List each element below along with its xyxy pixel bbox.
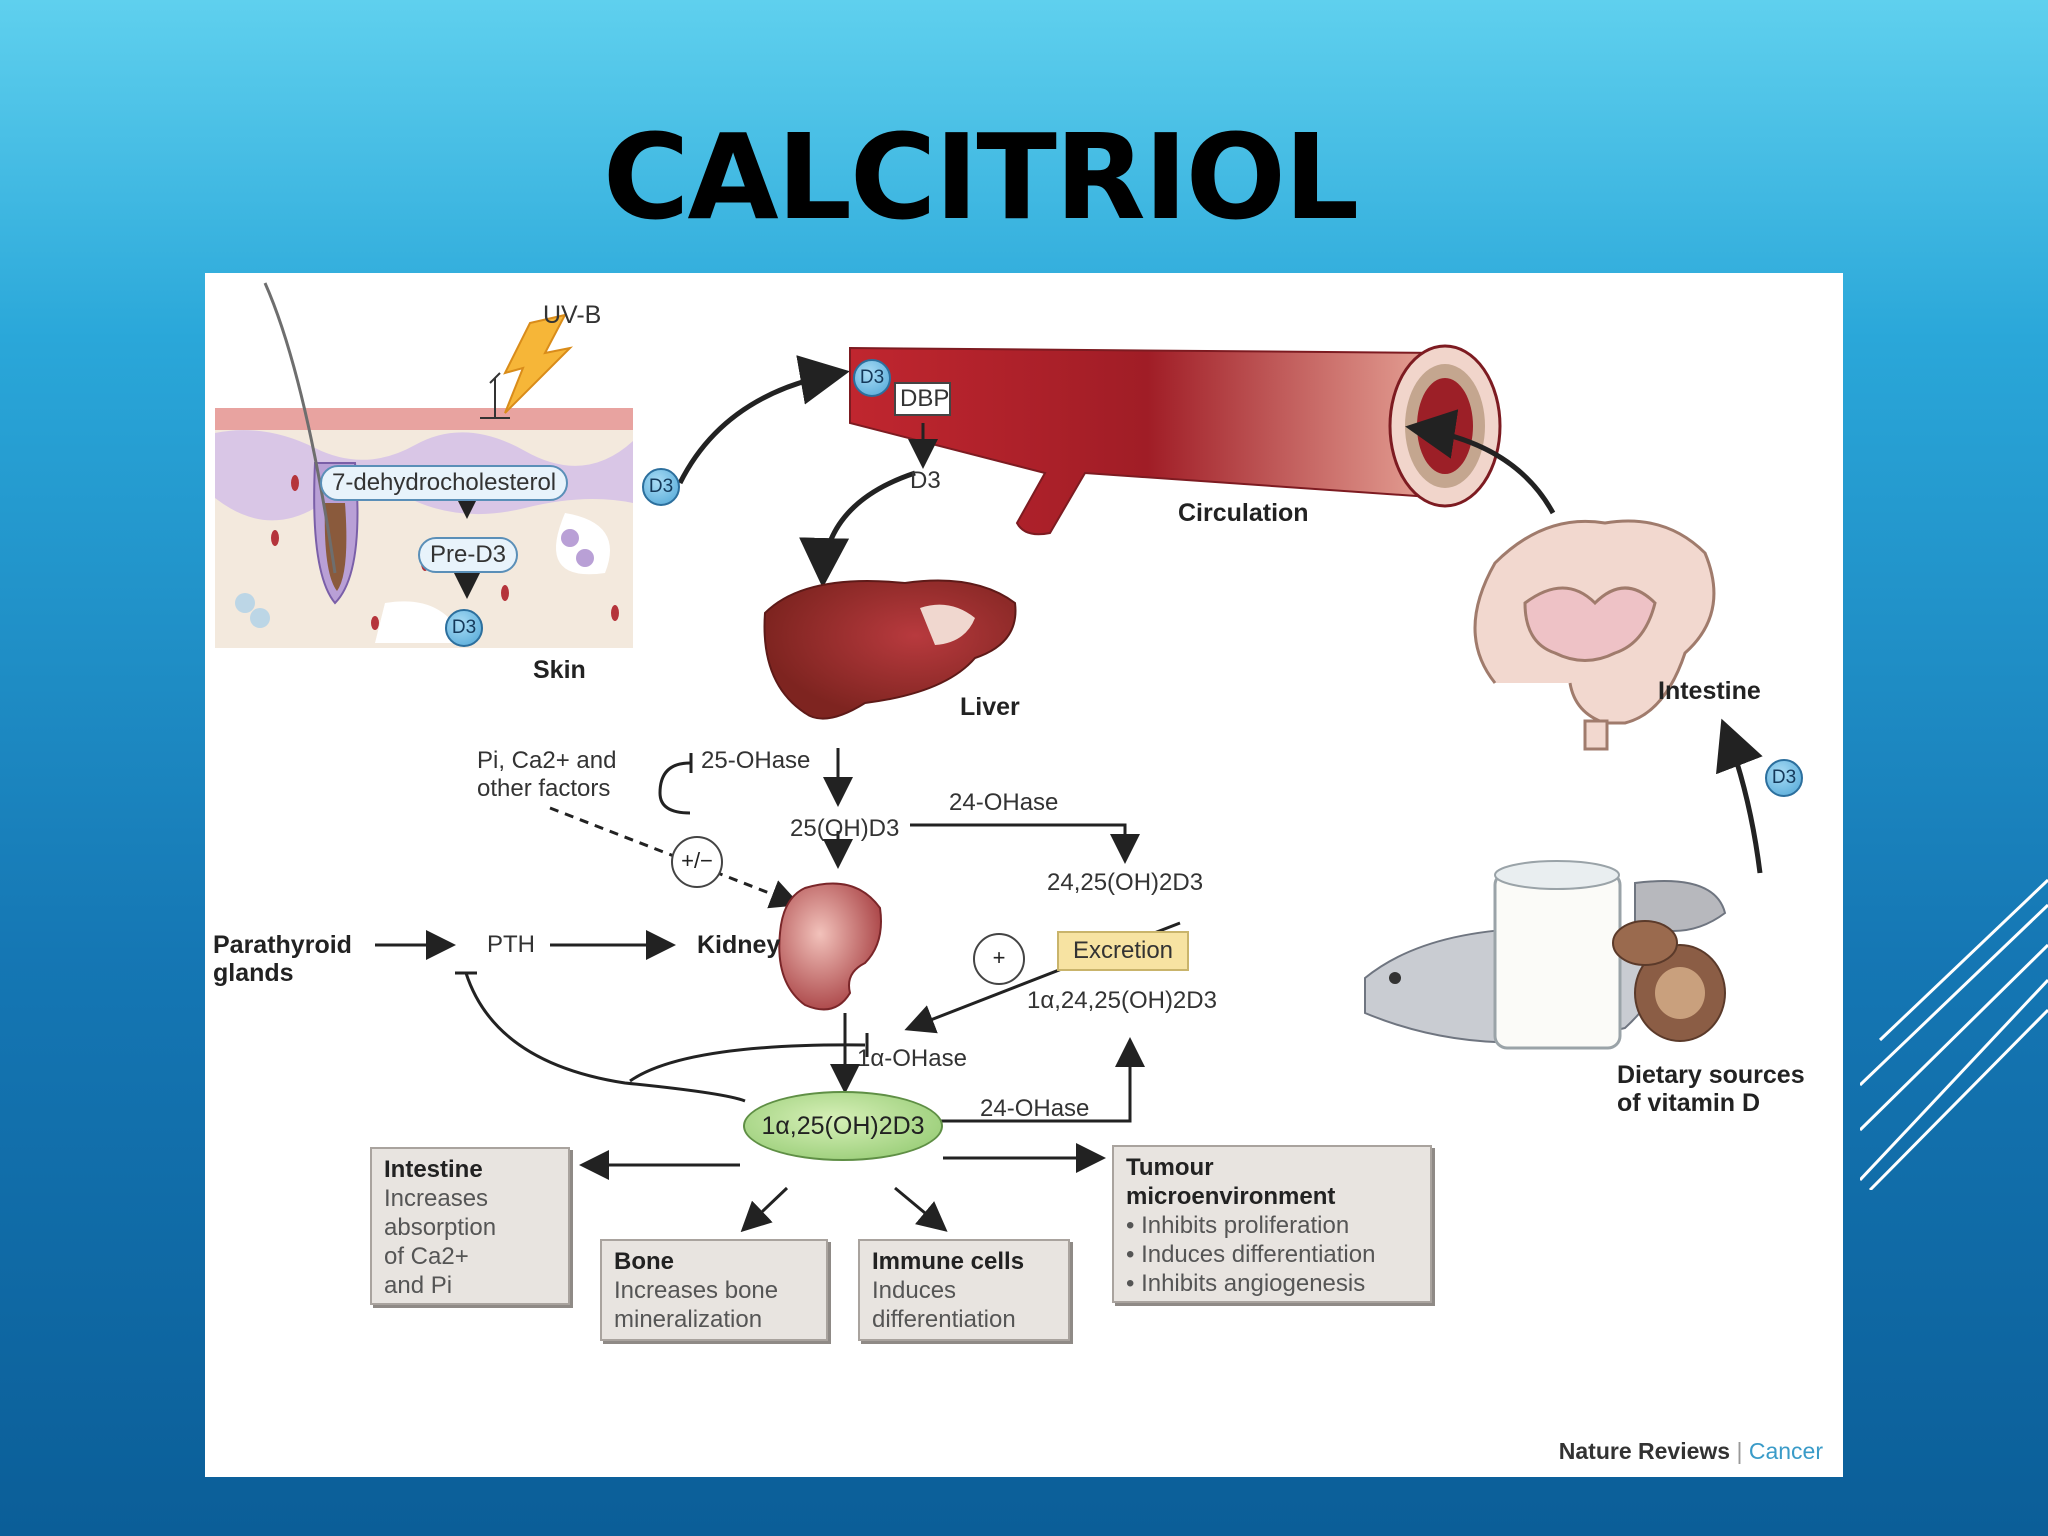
tumour-effect-heading-1: Tumour: [1126, 1154, 1214, 1181]
pre-d3-label: Pre-D3: [418, 537, 519, 573]
liver-enzyme-label: 25-OHase: [701, 747, 811, 774]
dietary-sources-line2: of vitamin D: [1617, 1089, 1761, 1117]
tumour-effect-line: • Induces differentiation: [1126, 1241, 1376, 1268]
kidney-label: Kidney: [697, 931, 781, 959]
intestine-effect-heading: Intestine: [384, 1156, 483, 1183]
released-d3-label: D3: [910, 467, 941, 494]
1a-ohase-label: 1α-OHase: [857, 1045, 967, 1072]
excretion-label: Excretion: [1057, 931, 1189, 971]
credit-section: Cancer: [1748, 1438, 1823, 1464]
vitamin-d-pathway-figure: UV-B 7-dehydrocholesterol Pre-D3 D3 Skin…: [205, 273, 1843, 1477]
slide-title: CALCITRIOL: [602, 108, 1359, 246]
figure-credit: Nature Reviews | Cancer: [1559, 1438, 1823, 1465]
figure-graphics: [215, 282, 1763, 1233]
factors-line2: other factors: [477, 775, 611, 802]
kidney-illustration: [778, 882, 882, 1011]
factors-line1: Pi, Ca2+ and: [477, 747, 617, 774]
intestine-illustration: [1473, 519, 1716, 751]
liver-illustration: [763, 579, 1017, 720]
immune-effect-line: Induces: [872, 1277, 957, 1304]
bone-effect-line: mineralization: [614, 1306, 763, 1333]
bone-effect-line: Increases bone: [614, 1277, 779, 1304]
immune-effect-box: Immune cells Induces differentiation: [858, 1239, 1070, 1341]
pth-label: PTH: [487, 931, 535, 958]
intestine-effect-line: Increases: [384, 1185, 489, 1212]
dietary-sources-line1: Dietary sources: [1617, 1061, 1805, 1089]
1a-24-25-ohd3-label: 1α,24,25(OH)2D3: [1027, 987, 1217, 1014]
intestine-effect-box: Intestine Increases absorption of Ca2+ a…: [370, 1147, 570, 1305]
dietary-sources-illustration: [1364, 860, 1727, 1050]
intestine-effect-line: and Pi: [384, 1272, 453, 1299]
bone-effect-box: Bone Increases bone mineralization: [600, 1239, 828, 1341]
dbp-label: DBP: [900, 385, 950, 412]
dehydrocholesterol-label: 7-dehydrocholesterol: [320, 465, 569, 501]
skin-d3-ball: D3: [445, 609, 483, 647]
artery-illustration: [849, 344, 1502, 536]
modulation-circle: +/−: [671, 836, 723, 888]
liver-label: Liver: [960, 693, 1020, 721]
uvb-label: UV-B: [543, 301, 602, 329]
positive-feedback-circle: +: [973, 933, 1025, 985]
blood-d3-ball: D3: [853, 359, 891, 397]
tumour-effect-heading-2: microenvironment: [1126, 1183, 1336, 1210]
parathyroid-line2: glands: [213, 959, 294, 987]
tumour-effect-line: • Inhibits proliferation: [1126, 1212, 1350, 1239]
tumour-effect-box: Tumour microenvironment • Inhibits proli…: [1112, 1145, 1432, 1303]
credit-journal: Nature Reviews: [1558, 1438, 1731, 1464]
immune-effect-line: differentiation: [872, 1306, 1016, 1333]
circulation-label: Circulation: [1178, 499, 1309, 527]
skin-illustration: [215, 282, 633, 648]
calcitriol-node: 1α,25(OH)2D3: [743, 1091, 943, 1161]
dietary-d3-ball: D3: [1765, 759, 1803, 797]
skin-to-blood-d3-ball: D3: [642, 468, 680, 506]
tumour-effect-line: • Inhibits angiogenesis: [1126, 1270, 1366, 1297]
24-25-ohd3-label: 24,25(OH)2D3: [1047, 869, 1204, 896]
intestine-effect-line: of Ca2+: [384, 1243, 469, 1270]
24-ohase-bottom-label: 24-OHase: [980, 1095, 1090, 1122]
skin-label: Skin: [533, 656, 586, 684]
24-ohase-top-label: 24-OHase: [949, 789, 1059, 816]
immune-effect-heading: Immune cells: [872, 1248, 1025, 1275]
bone-effect-heading: Bone: [614, 1248, 674, 1275]
25ohd3-label: 25(OH)D3: [790, 815, 900, 842]
intestine-uptake-label: Intestine: [1658, 677, 1761, 705]
decorative-diagonal-lines: [1860, 878, 2048, 1190]
credit-separator: |: [1736, 1438, 1743, 1464]
intestine-effect-line: absorption: [384, 1214, 497, 1241]
parathyroid-line1: Parathyroid: [213, 931, 352, 959]
